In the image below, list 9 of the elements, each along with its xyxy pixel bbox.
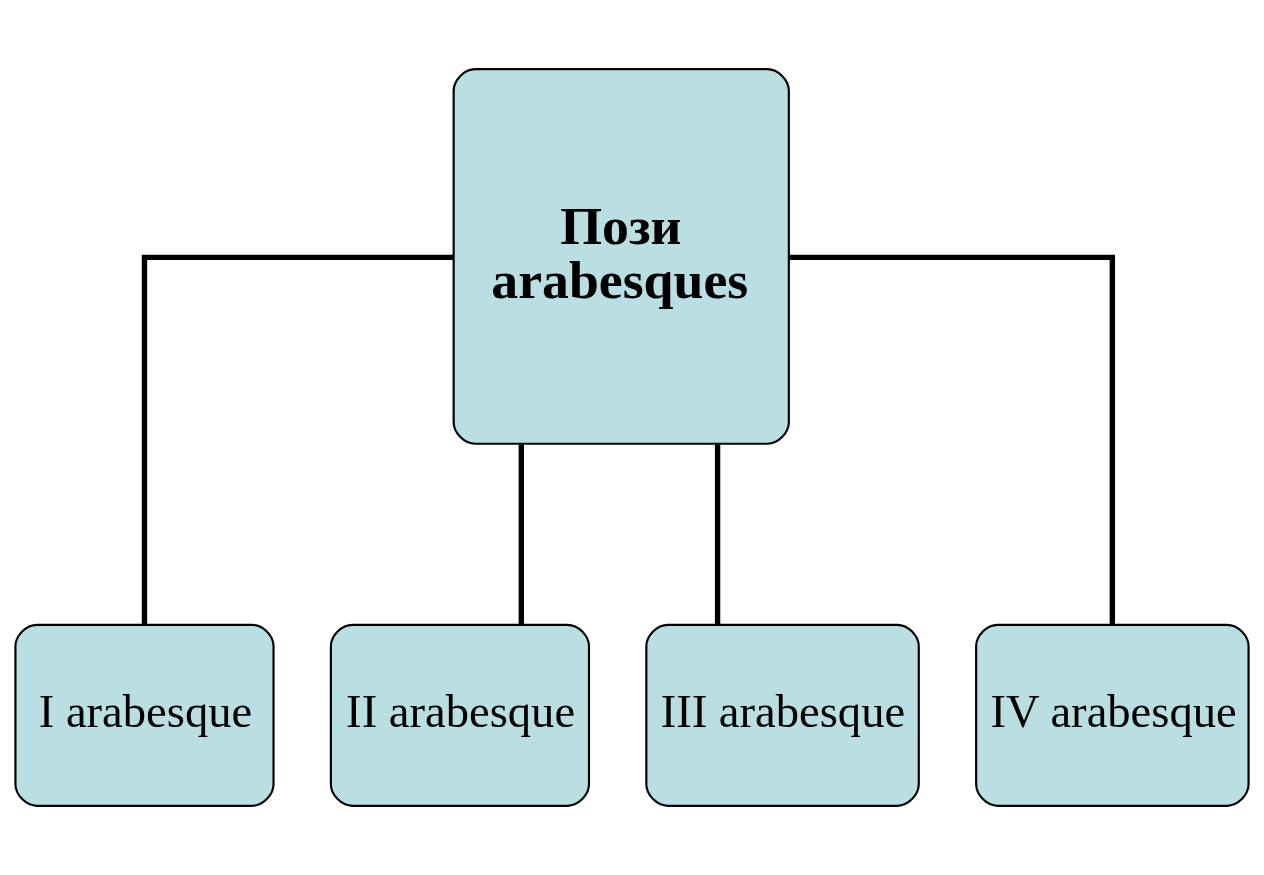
node-box: IV arabesque	[975, 623, 1250, 807]
connector	[714, 444, 721, 625]
node-box: II arabesque	[329, 623, 591, 807]
connector	[788, 254, 1116, 625]
connector	[518, 444, 524, 625]
node-box: III arabesque	[645, 623, 920, 807]
connector	[141, 254, 454, 625]
node-box: Пози arabesques	[452, 68, 790, 445]
node-box: I arabesque	[14, 623, 275, 807]
